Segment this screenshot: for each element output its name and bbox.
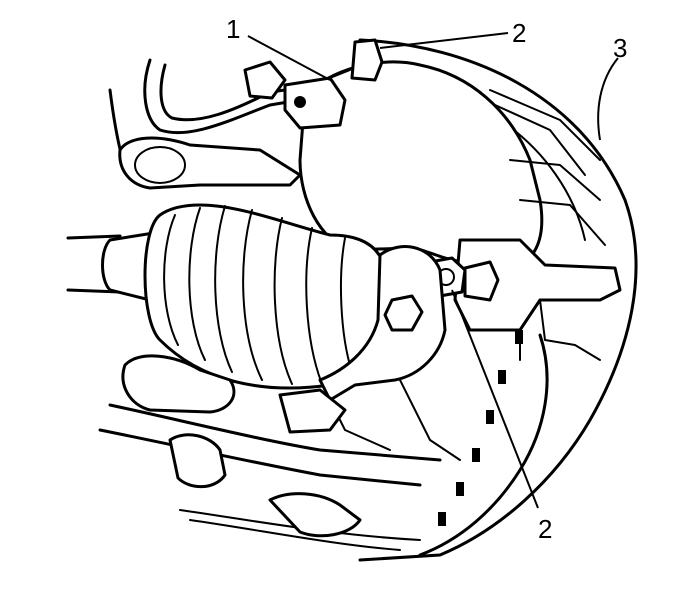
rotor-vent-hole: [486, 410, 494, 424]
rotor-vent-hole: [472, 448, 480, 462]
cv-boot: [143, 203, 388, 390]
leader-line-2-upper: [379, 32, 509, 49]
rotor-vent-hole: [456, 482, 464, 496]
callout-2-lower: 2: [538, 514, 552, 544]
lower-control-arm: [98, 354, 442, 551]
brake-hose: [108, 58, 351, 190]
callout-3: 3: [613, 33, 627, 63]
rotor-vent-hole: [498, 370, 506, 384]
callout-1: 1: [226, 14, 240, 44]
upper-bolt: [350, 38, 384, 82]
leader-line-3: [597, 57, 619, 141]
brake-caliper: [298, 60, 622, 361]
steering-knuckle: [318, 245, 461, 461]
leader-line-2-lower: [451, 289, 539, 509]
rotor-vent-hole: [438, 512, 446, 526]
callout-leaders: [247, 32, 619, 509]
callout-2-upper: 2: [512, 18, 526, 48]
leader-line-1: [247, 35, 331, 81]
